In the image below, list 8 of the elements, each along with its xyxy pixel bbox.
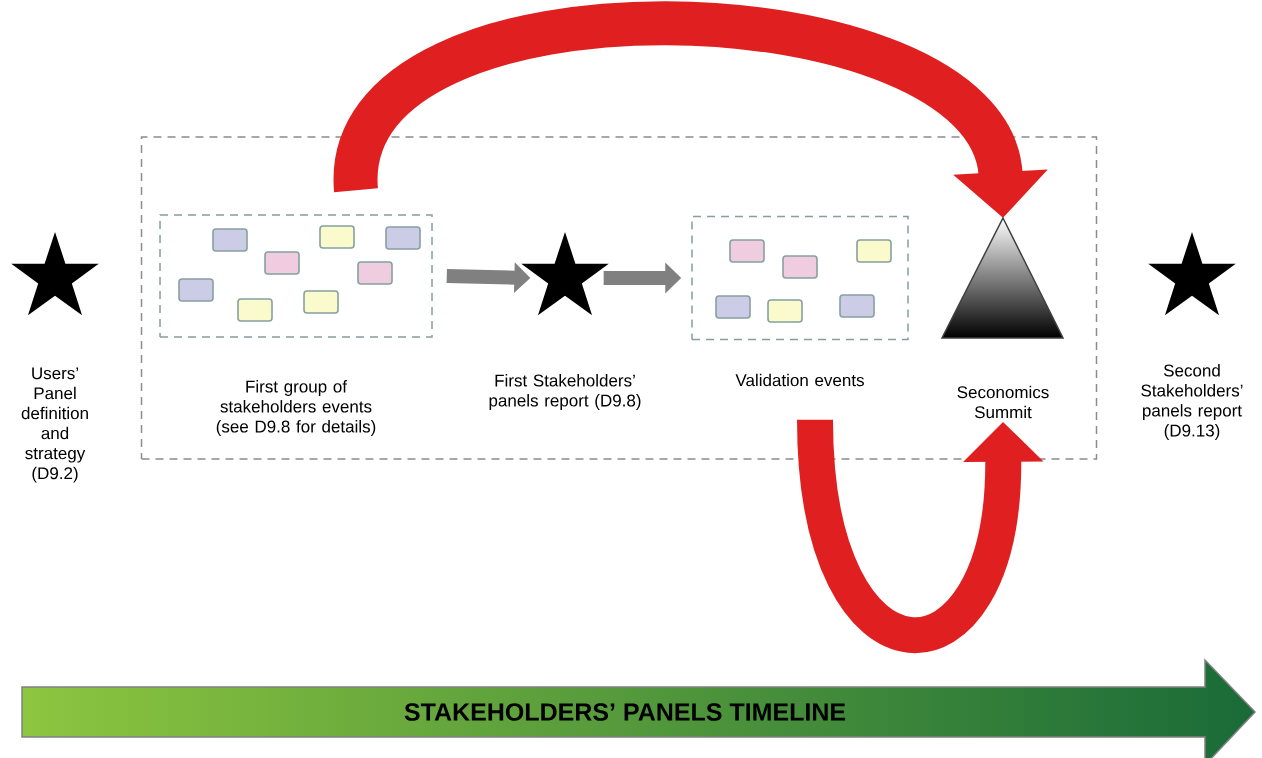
dashed-frame — [140, 136, 1098, 460]
node-label: First group of stakeholders events (see D9.8 for details) — [216, 380, 376, 436]
node-label: Seconomics Summit — [957, 385, 1049, 419]
node-label: Validation events — [735, 373, 864, 387]
timeline-title: STAKEHOLDERS’ PANELS TIMELINE — [404, 703, 846, 721]
node-label: Users’ Panel definition and strategy (D9.2) — [21, 367, 88, 483]
node-label: Second Stakeholders’ panels report (D9.13) — [1141, 364, 1243, 440]
node-label: First Stakeholders’ panels report (D9.8) — [489, 374, 641, 410]
